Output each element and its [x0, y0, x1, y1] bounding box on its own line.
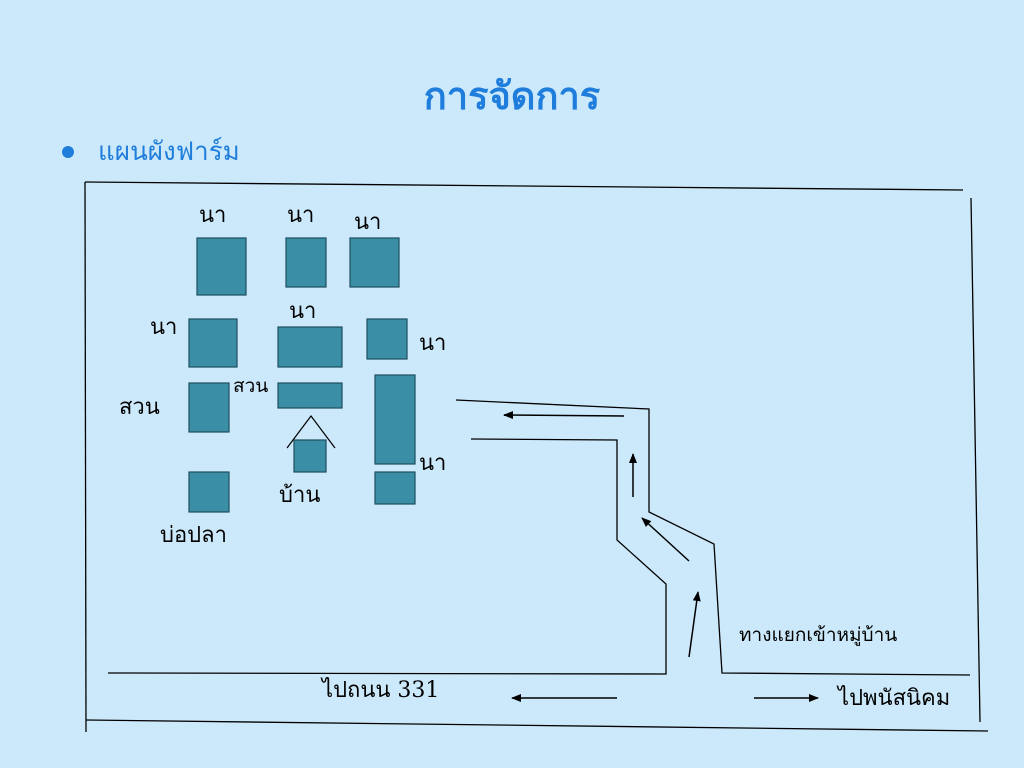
house-block — [293, 439, 327, 473]
label-garden-1: สวน — [119, 395, 160, 420]
label-rice-1: นา — [199, 203, 226, 228]
arrow-north-lower — [688, 591, 701, 658]
bullet-item: แผนผังฟาร์ม — [62, 132, 240, 172]
label-house: บ้าน — [279, 483, 320, 508]
arrow-west-upper — [503, 411, 625, 420]
plot-rice-6 — [366, 318, 408, 360]
boundary-top — [84, 181, 964, 191]
plot-garden-1 — [188, 382, 230, 433]
label-rice-6: นา — [419, 331, 446, 356]
plot-rice-3 — [349, 237, 400, 288]
label-rice-5: นา — [289, 299, 316, 324]
road-lower-edge — [107, 438, 667, 675]
plot-garden-2 — [277, 382, 343, 409]
label-garden-2: สวน — [233, 375, 268, 397]
bullet-dot-icon — [62, 146, 74, 158]
plot-rice-4 — [188, 318, 238, 368]
boundary-right — [970, 197, 981, 723]
plot-rice-8 — [374, 471, 416, 505]
label-to-road-331: ไปถนน 331 — [320, 677, 439, 703]
slide-title: การจัดการ — [423, 73, 601, 118]
label-fish-pond: บ่อปลา — [160, 523, 227, 548]
plot-rice-5 — [277, 326, 343, 368]
boundary-left — [84, 181, 87, 733]
road-upper-edge — [455, 399, 971, 676]
label-rice-7: นา — [419, 451, 446, 476]
label-rice-2: นา — [287, 203, 314, 228]
roads — [107, 399, 971, 676]
bullet-text: แผนผังฟาร์ม — [98, 137, 240, 167]
direction-arrows — [503, 411, 819, 702]
farm-plots — [188, 237, 416, 513]
label-rice-3: นา — [354, 210, 381, 235]
plot-fish-pond — [188, 471, 230, 513]
plot-labels: นา นา นา นา นา นา สวน สวน นา บ้าน บ่อปลา… — [119, 203, 950, 711]
plot-rice-7 — [374, 374, 416, 465]
label-to-phanat-nikhom: ไปพนัสนิคม — [836, 685, 950, 711]
label-junction: ทางแยกเข้าหมู่บ้าน — [739, 624, 897, 646]
boundary-bottom — [85, 719, 989, 732]
arrow-northwest — [641, 517, 690, 562]
farm-boundary — [84, 181, 989, 733]
plot-rice-2 — [285, 237, 327, 288]
label-rice-4: นา — [150, 315, 177, 340]
house-roof-icon — [286, 415, 336, 449]
plot-rice-1 — [196, 237, 247, 296]
